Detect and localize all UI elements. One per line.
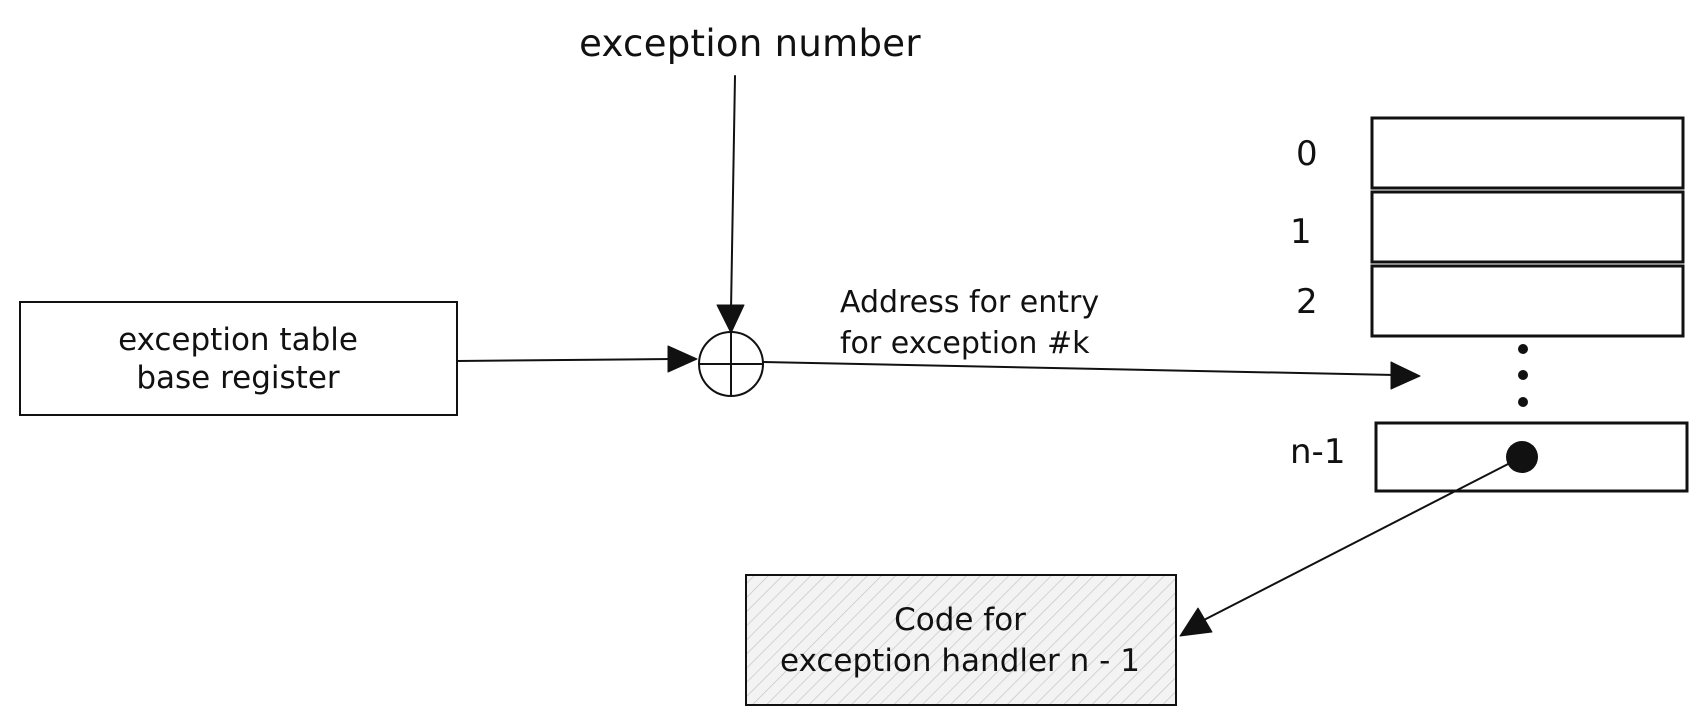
base-register-arrow-line [456,358,673,362]
base-register-label-line2: base register [136,360,340,396]
pointer-dot-icon [1506,441,1538,473]
exception-number-arrowhead [716,304,745,334]
base-register-arrowhead [667,345,698,373]
table-entry-0 [1370,116,1685,190]
base-register-label-line1: exception table [118,322,358,358]
handler-pointer-arrowhead [1179,607,1213,637]
table-entry-1 [1370,190,1685,264]
table-ellipsis [1518,344,1528,407]
table-index-0: 0 [1296,134,1318,174]
exception-number-arrow-line [730,75,736,311]
handler-label-line1: Code for [894,602,1026,638]
table-index-n-minus-1: n-1 [1290,432,1345,472]
address-label-line1: Address for entry [840,285,1099,320]
handler-pointer-line [1199,461,1513,623]
table-index-2: 2 [1296,282,1318,322]
handler-code-box [745,574,1177,706]
handler-label-line2: exception handler n - 1 [780,643,1140,679]
base-register-box [19,301,458,416]
table-entry-2 [1370,264,1685,338]
exception-number-label: exception number [579,22,921,65]
adder-plus-icon [698,331,764,397]
address-arrow-line [762,361,1396,376]
address-label-line2: for exception #k [840,326,1090,361]
table-index-1: 1 [1290,212,1312,252]
address-arrowhead [1390,361,1421,390]
